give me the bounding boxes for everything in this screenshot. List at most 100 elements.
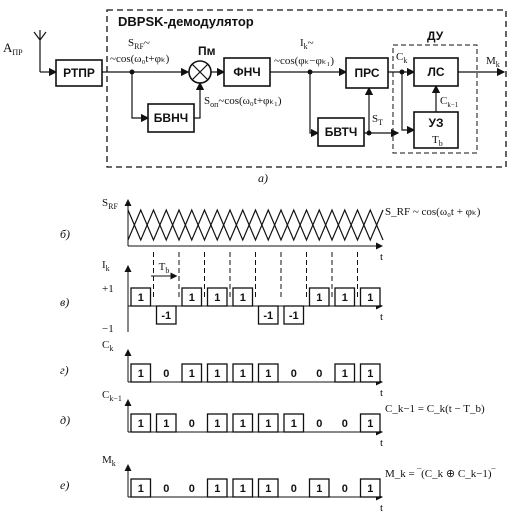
ik-label: Ik~ — [300, 37, 314, 51]
du-boundary — [392, 44, 478, 154]
ik-bit: -1 — [263, 310, 273, 322]
ik-pulse — [181, 287, 203, 307]
ik-pulse — [130, 287, 152, 307]
bit-pulse — [181, 363, 203, 383]
row-v-tb: Tb — [159, 261, 170, 275]
ik-bit: 1 — [316, 292, 322, 304]
ik-pulse — [308, 287, 330, 307]
bit-value: 0 — [189, 418, 195, 430]
prs-block — [345, 57, 389, 89]
bit-pulse — [283, 413, 305, 433]
antenna-icon — [33, 30, 58, 77]
bit-value: 0 — [163, 368, 169, 380]
prs-label: ПРС — [355, 66, 380, 80]
bit-pulse — [130, 478, 152, 498]
fnch-block — [223, 57, 271, 87]
bvtch-block — [317, 117, 365, 147]
uz-label: УЗ — [429, 116, 444, 130]
ik-bit: 1 — [240, 292, 246, 304]
block-diagram: DBPSK-демодулятор ДУ AПР РТПР SRF~ ~cos(… — [3, 9, 507, 185]
bit-value: 0 — [316, 418, 322, 430]
bit-value: 0 — [316, 368, 322, 380]
ls-block — [413, 57, 459, 87]
demodulator-title: DBPSK-демодулятор — [118, 14, 254, 29]
bit-value: 1 — [214, 483, 220, 495]
bit-value: 1 — [367, 368, 373, 380]
ik-bit: 1 — [214, 292, 220, 304]
bit-value: 1 — [240, 418, 246, 430]
bit-value: 1 — [265, 418, 271, 430]
bit-value: 1 — [316, 483, 322, 495]
st-label: ST — [372, 113, 383, 127]
bvnch-block — [147, 103, 195, 133]
bit-pulse — [308, 478, 330, 498]
bit-value: 0 — [342, 418, 348, 430]
bit-value: 1 — [367, 418, 373, 430]
bit-value: 1 — [291, 418, 297, 430]
bit-pulse — [257, 413, 279, 433]
bit-pulse — [130, 363, 152, 383]
mk-label: Mk — [486, 55, 500, 69]
antenna-label: AПР — [3, 40, 23, 57]
bit-value: 1 — [265, 483, 271, 495]
bit-pulse — [206, 413, 228, 433]
bit-value: 0 — [291, 368, 297, 380]
caption-a: а) — [258, 171, 268, 185]
bit-value: 1 — [367, 483, 373, 495]
ik-pulse — [359, 287, 381, 307]
row-b-name: SRF — [102, 197, 118, 211]
ik-pulse — [334, 287, 356, 307]
ik-pulse — [155, 305, 177, 325]
bit-pulse — [206, 363, 228, 383]
uz-block — [413, 111, 459, 149]
bit-pulse — [359, 478, 381, 498]
bit-value: 1 — [189, 368, 195, 380]
row-g-letter: г) — [60, 363, 69, 377]
row-d-t-label: t — [380, 437, 383, 449]
row-e-letter: е) — [60, 478, 69, 492]
row-v-name: Ik — [102, 259, 110, 273]
ck1-label: Ck−1 — [440, 95, 459, 109]
row-b-t-label: t — [380, 251, 383, 263]
bit-value: 1 — [240, 483, 246, 495]
row-d-letter: д) — [60, 413, 70, 427]
multiplier-label: Пм — [198, 44, 216, 58]
fnch-label: ФНЧ — [233, 65, 260, 79]
bit-value: 0 — [291, 483, 297, 495]
ik-bit: 1 — [367, 292, 373, 304]
carrier-wave-inverted — [127, 208, 384, 242]
bit-value: 1 — [138, 418, 144, 430]
row-e-name: Mk — [102, 454, 116, 468]
bit-pulse — [257, 363, 279, 383]
ik-bit: -1 — [289, 310, 299, 322]
row-d-formula: C_k−1 = C_k(t − T_b) — [385, 403, 485, 415]
bit-pulse — [155, 413, 177, 433]
row-d-name: Ck−1 — [102, 389, 122, 403]
ck-label: Ck — [396, 51, 407, 65]
ik-bit: 1 — [189, 292, 195, 304]
ik-pulse — [206, 287, 228, 307]
demodulator-boundary — [106, 9, 507, 168]
bit-value: 1 — [214, 418, 220, 430]
row-g-name: Ck — [102, 339, 113, 353]
bit-value: 1 — [240, 368, 246, 380]
srf-expression: ~cos(ω₀t+φₖ) — [110, 53, 170, 65]
du-label: ДУ — [427, 29, 444, 43]
bit-value: 1 — [214, 368, 220, 380]
row-b-letter: б) — [60, 227, 70, 241]
bit-pulse — [334, 363, 356, 383]
ik-pulse — [232, 287, 254, 307]
bit-pulse — [232, 363, 254, 383]
rtpr-label: РТПР — [63, 66, 95, 80]
bit-value: 1 — [342, 368, 348, 380]
ik-expression: ~cos(φₖ−φₖ₁) — [274, 55, 334, 67]
bit-pulse — [130, 413, 152, 433]
row-g-t-label: t — [380, 387, 383, 399]
row-v-t-label: t — [380, 311, 383, 323]
bit-value: 1 — [138, 368, 144, 380]
bit-pulse — [359, 363, 381, 383]
bit-pulse — [257, 478, 279, 498]
ik-pulse — [283, 305, 305, 325]
ik-bit: 1 — [138, 292, 144, 304]
